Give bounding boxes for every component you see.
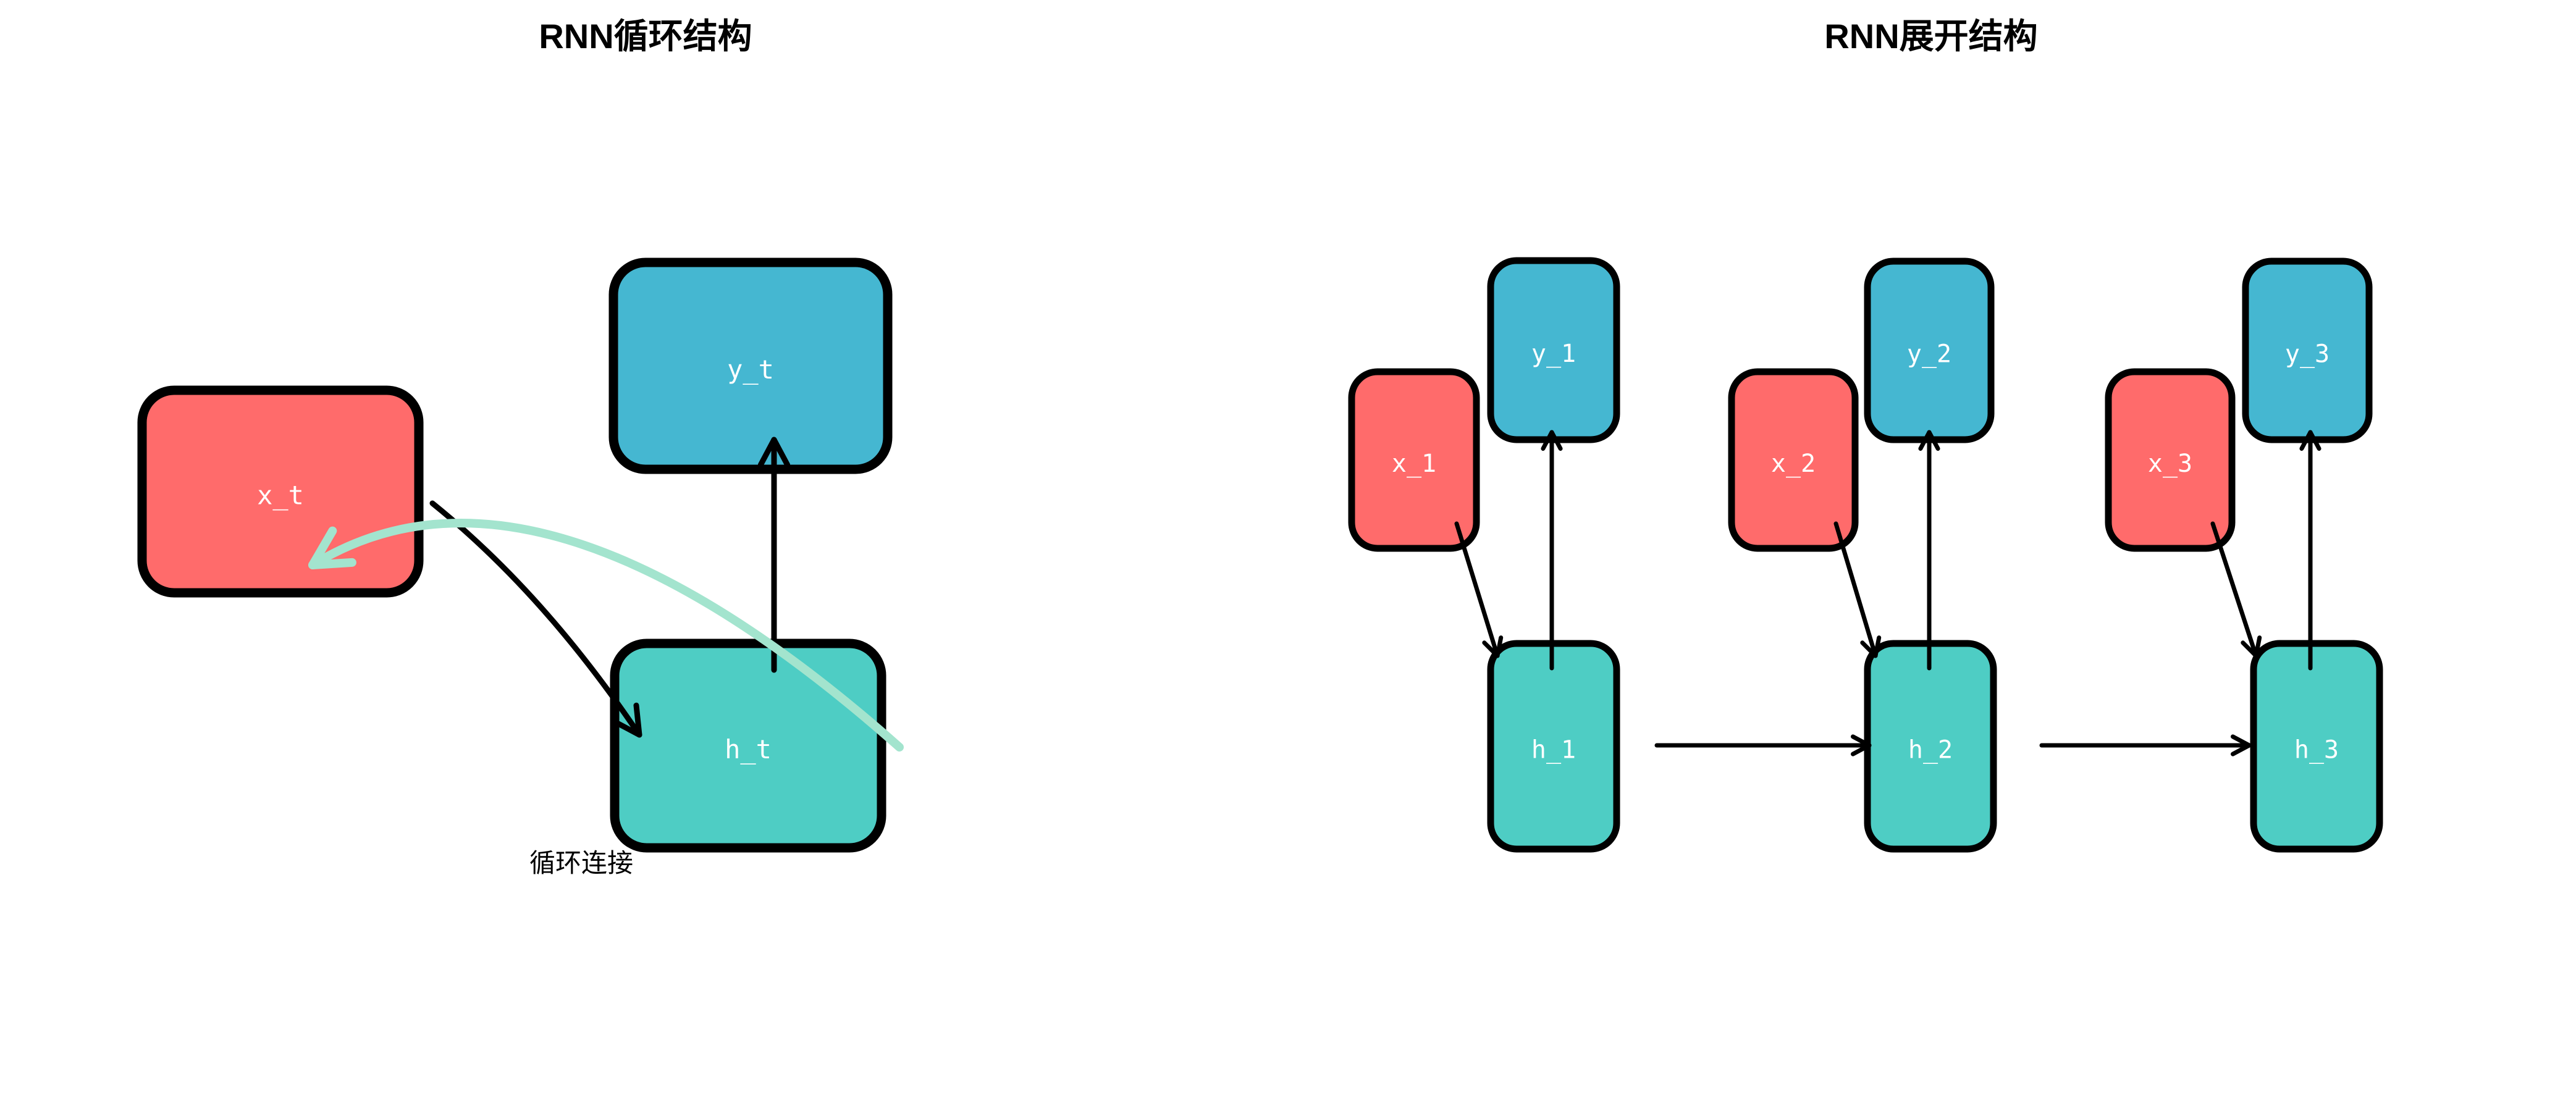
node-x_1: x_1 bbox=[1348, 368, 1480, 552]
node-box-x_3 bbox=[2105, 368, 2236, 552]
right-diagram-edges bbox=[1454, 430, 2321, 756]
edge-line-x_2-h_2 bbox=[1833, 521, 1878, 658]
edge-h_3-y_3 bbox=[2299, 430, 2321, 671]
node-x_t: x_t bbox=[137, 385, 424, 598]
arrowhead-icon bbox=[1851, 734, 1872, 756]
node-label-x_t: x_t bbox=[257, 480, 304, 511]
node-label-x_3: x_3 bbox=[2148, 450, 2192, 478]
recurrent-connection-label: 循环连接 bbox=[529, 848, 633, 877]
edge-line-h_t-x_t-recurrent bbox=[308, 519, 904, 752]
right-diagram-title: RNN展开结构 bbox=[1824, 17, 2037, 56]
edge-h_1-y_1 bbox=[1541, 430, 1563, 671]
edge-h_t-x_t-recurrent bbox=[308, 519, 904, 752]
node-label-y_1: y_1 bbox=[1531, 340, 1576, 368]
arrowhead-icon bbox=[1541, 430, 1563, 451]
edge-x_t-h_t bbox=[429, 500, 642, 738]
arrowhead-icon bbox=[1860, 635, 1882, 658]
node-label-x_2: x_2 bbox=[1771, 450, 1816, 478]
arrowhead-icon bbox=[1482, 635, 1504, 658]
left-diagram-edges bbox=[308, 437, 904, 752]
node-label-h_t: h_t bbox=[725, 734, 772, 764]
node-x_2: x_2 bbox=[1728, 368, 1859, 552]
node-label-x_1: x_1 bbox=[1392, 450, 1436, 478]
node-h_1: h_1 bbox=[1487, 640, 1620, 853]
edge-h_2-y_2 bbox=[1918, 430, 1940, 671]
arrowhead-icon bbox=[2241, 635, 2262, 658]
node-label-y_2: y_2 bbox=[1907, 340, 1951, 369]
edge-x_2-h_2 bbox=[1833, 521, 1882, 658]
node-y_1: y_1 bbox=[1487, 257, 1620, 443]
node-label-h_2: h_2 bbox=[1908, 736, 1953, 764]
node-box-x_1 bbox=[1348, 368, 1480, 552]
arrowhead-icon bbox=[610, 702, 642, 738]
node-h_t: h_t bbox=[610, 639, 886, 853]
node-label-y_3: y_3 bbox=[2285, 340, 2330, 369]
arrowhead-icon bbox=[757, 437, 791, 468]
left-diagram-title: RNN循环结构 bbox=[539, 17, 752, 56]
edge-h_1-h_2 bbox=[1654, 734, 1872, 756]
arrowhead-icon bbox=[2231, 734, 2252, 756]
node-y_3: y_3 bbox=[2242, 258, 2373, 443]
edge-line-x_3-h_3 bbox=[2210, 521, 2258, 658]
node-label-y_t: y_t bbox=[727, 354, 774, 385]
arrowhead-icon bbox=[1918, 430, 1940, 451]
node-y_t: y_t bbox=[608, 258, 893, 474]
edge-x_1-h_1 bbox=[1454, 521, 1504, 658]
node-box-h_3 bbox=[2250, 640, 2383, 853]
node-label-h_1: h_1 bbox=[1531, 736, 1576, 764]
node-h_2: h_2 bbox=[1864, 640, 1997, 853]
node-x_3: x_3 bbox=[2105, 368, 2236, 552]
edge-h_t-y_t bbox=[757, 437, 791, 673]
node-y_2: y_2 bbox=[1864, 258, 1995, 443]
edge-h_2-h_3 bbox=[2039, 734, 2252, 756]
edge-x_3-h_3 bbox=[2210, 521, 2262, 658]
left-diagram: x_t y_t h_t bbox=[137, 258, 893, 853]
node-label-h_3: h_3 bbox=[2294, 736, 2339, 764]
node-h_3: h_3 bbox=[2250, 640, 2383, 853]
node-box-y_t bbox=[608, 258, 893, 474]
right-diagram: x_1 y_1 h_1 x_2 y_2 h_2 x_3 y_3 h_3 bbox=[1348, 257, 2383, 853]
arrowhead-icon bbox=[308, 526, 356, 569]
node-box-x_2 bbox=[1728, 368, 1859, 552]
edge-line-x_1-h_1 bbox=[1454, 521, 1500, 658]
arrowhead-icon bbox=[2299, 430, 2321, 451]
edge-line-x_t-h_t bbox=[429, 500, 642, 738]
node-box-h_t bbox=[610, 639, 886, 853]
